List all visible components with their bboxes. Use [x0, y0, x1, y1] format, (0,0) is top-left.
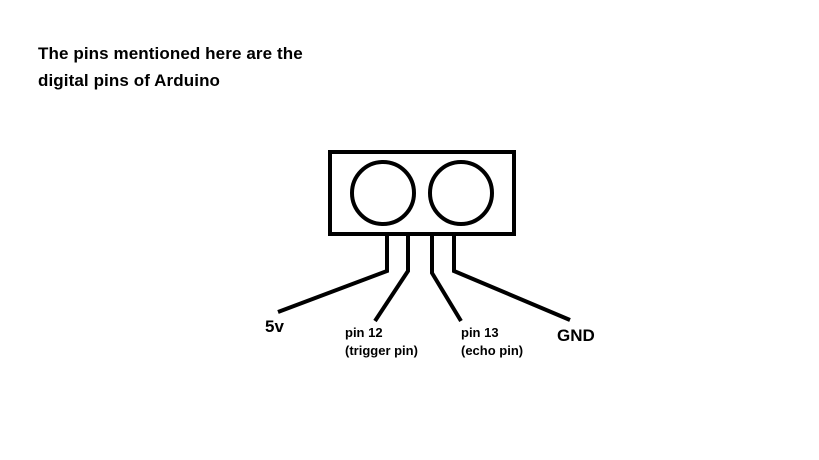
sensor-transducer-left [350, 160, 416, 226]
label-echo-pin-role: (echo pin) [461, 343, 524, 358]
label-trigger-pin: pin 12 (trigger pin) [345, 324, 418, 360]
label-trigger-pin-number: pin 12 [345, 325, 383, 340]
label-5v: 5v [265, 317, 284, 336]
wire-gnd [452, 234, 571, 322]
label-gnd: GND [557, 326, 595, 345]
label-echo-pin-number: pin 13 [461, 325, 499, 340]
note-line-2: digital pins of Arduino [38, 71, 221, 90]
diagram-note: The pins mentioned here are the digital … [38, 40, 303, 94]
wire-echo [430, 234, 463, 323]
wire-trigger [373, 234, 410, 323]
sensor-body [328, 150, 516, 236]
label-trigger-pin-role: (trigger pin) [345, 343, 418, 358]
wire-vcc [277, 234, 389, 314]
sensor-transducer-right [428, 160, 494, 226]
note-line-1: The pins mentioned here are the [38, 44, 303, 63]
label-echo-pin: pin 13 (echo pin) [461, 324, 523, 360]
